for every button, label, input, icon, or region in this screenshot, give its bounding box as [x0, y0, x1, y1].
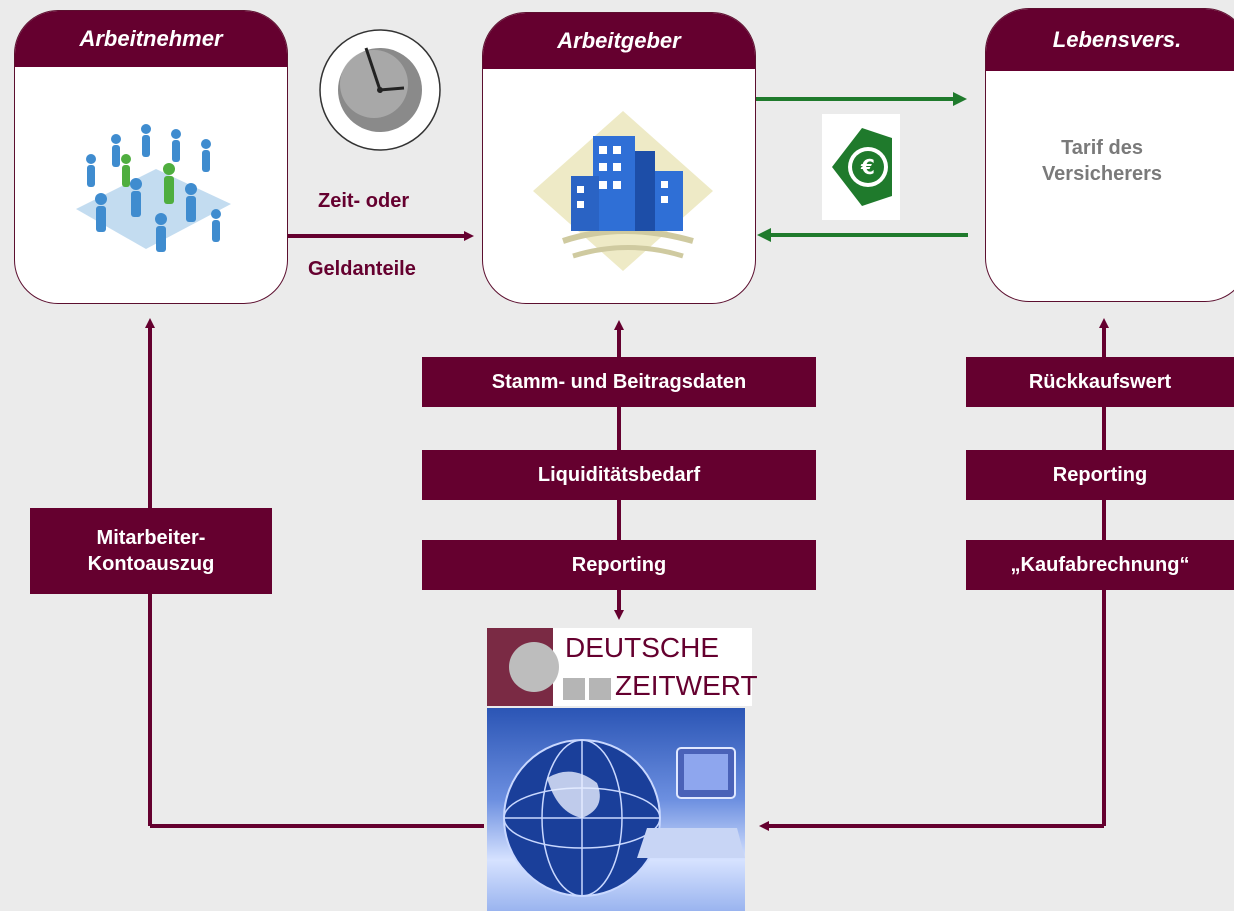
- insurer-tariff-line2: Versicherers: [1041, 163, 1163, 185]
- employee-card: Arbeitnehmer: [14, 10, 288, 304]
- euro-money-icon: €: [822, 114, 900, 220]
- insurer-card-title: Lebensvers.: [986, 9, 1234, 71]
- svg-text:€: €: [860, 155, 875, 179]
- logo-line2: ZEITWERT: [615, 670, 758, 701]
- employer-card-title: Arbeitgeber: [483, 13, 755, 69]
- employer-card: Arbeitgeber: [482, 12, 756, 304]
- label-liquidity-need: Liquiditätsbedarf: [422, 450, 816, 500]
- label-employee-statement-line2: Kontoauszug: [87, 553, 215, 575]
- label-surrender-value: Rückkaufswert: [966, 357, 1234, 407]
- clock-icon: [318, 28, 442, 152]
- logo-square-2: [589, 678, 611, 700]
- label-employee-statement-line1: Mitarbeiter-: [96, 527, 206, 549]
- label-employee-statement: Mitarbeiter- Kontoauszug: [30, 508, 272, 594]
- insurer-tariff-line1: Tarif des: [1061, 137, 1143, 159]
- logo-circle: [509, 642, 559, 692]
- label-master-contribution-data: Stamm- und Beitragsdaten: [422, 357, 816, 407]
- deutsche-zeitwert-logo: DEUTSCHE ZEITWERT: [487, 628, 758, 706]
- flow-label-time-or-money-line1: Zeit- oder: [318, 190, 410, 212]
- globe-computer-icon: [487, 708, 745, 911]
- people-network-icon: [61, 99, 241, 269]
- label-purchase-statement: „Kaufabrechnung“: [966, 540, 1234, 590]
- office-building-icon: [523, 91, 723, 281]
- employee-card-title: Arbeitnehmer: [15, 11, 287, 67]
- flow-label-time-or-money-line2: Geldanteile: [308, 258, 416, 280]
- logo-line1: DEUTSCHE: [565, 632, 720, 663]
- label-insurer-reporting: Reporting: [966, 450, 1234, 500]
- insurer-card: Lebensvers. Tarif des Versicherers: [985, 8, 1234, 302]
- logo-square-1: [563, 678, 585, 700]
- label-employer-reporting: Reporting: [422, 540, 816, 590]
